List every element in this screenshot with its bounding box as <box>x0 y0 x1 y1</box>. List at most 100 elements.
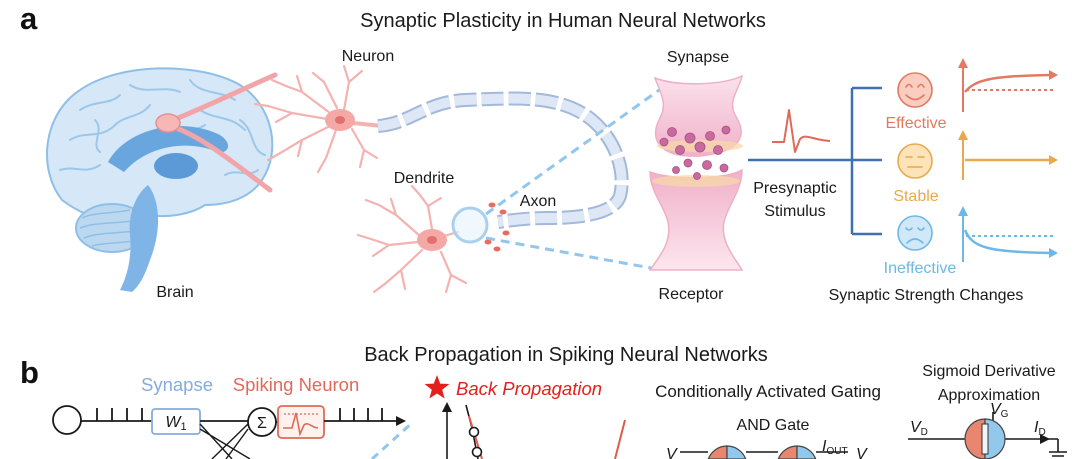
bp-node <box>468 426 480 438</box>
dendrite-label: Dendrite <box>394 170 455 187</box>
sigmoid-wires <box>908 412 1067 457</box>
sigmoid-transistor-left <box>964 418 986 459</box>
and-gate-v-out: V <box>856 446 868 459</box>
gating-title: Conditionally Activated Gating <box>655 382 881 401</box>
transistor-2-left <box>777 445 798 459</box>
snn-synapse-label: Synapse <box>141 374 213 395</box>
synaptic-vesicle <box>702 160 712 170</box>
neuron-dendrites <box>253 64 379 174</box>
panel-a-letter: a <box>20 1 38 36</box>
synaptic-vesicle <box>693 172 701 180</box>
weight-symbol: W1 <box>165 414 186 433</box>
neuron-axon-hillock <box>352 121 383 128</box>
synaptic-vesicle <box>675 145 685 155</box>
spiking-neuron-label: Spiking Neuron <box>233 374 360 395</box>
star-icon <box>424 375 450 399</box>
state-stable-label: Stable <box>893 188 938 205</box>
axon-terminal-bouton <box>488 202 496 208</box>
stimulus-label-line1: Presynaptic <box>753 180 837 197</box>
neuron-nucleus <box>335 116 345 124</box>
sigmoid-title-line2: Approximation <box>938 387 1040 404</box>
synapse-illustration <box>648 74 744 271</box>
strength-changes-caption: Synaptic Strength Changes <box>829 287 1024 304</box>
postsynaptic-membrane-band <box>652 175 740 187</box>
output-arrowhead <box>396 416 406 426</box>
stimulus-branch-bracket <box>748 86 882 236</box>
brain-label: Brain <box>156 284 193 301</box>
axon-terminal-bouton <box>499 209 507 215</box>
stable-plot-marks <box>958 130 1058 180</box>
vd-label: VD <box>910 419 928 438</box>
face-features <box>905 227 925 244</box>
plot-y-arrowhead <box>958 130 968 140</box>
plot-strength-curve <box>963 229 1051 255</box>
and-gate-circuit: V IOUT V <box>666 438 868 459</box>
synapse-label: Synapse <box>667 49 729 66</box>
presynaptic-terminal <box>653 74 744 157</box>
transistor-2-right <box>796 445 817 459</box>
postsynaptic-receptor <box>648 168 744 271</box>
state-effective-label: Effective <box>885 115 946 132</box>
dendrite-neuron-illustration <box>356 184 510 294</box>
bp-y-arrowhead <box>442 402 452 412</box>
vg-main: V <box>990 401 1002 418</box>
plot-curve-arrowhead <box>1049 248 1058 258</box>
face-features <box>905 83 925 101</box>
id-sub: D <box>1038 427 1045 438</box>
bp-red-trace-right <box>614 419 626 459</box>
state-ineffective: Ineffective <box>884 206 1058 277</box>
weight-symbol-sub: 1 <box>180 421 186 433</box>
weight-symbol-main: W <box>165 414 182 431</box>
neuron-label: Neuron <box>342 48 394 65</box>
panel-b-letter: b <box>20 355 39 390</box>
bp-zoom-dashed-line <box>370 421 414 459</box>
zoom-dashed-lines <box>485 86 663 272</box>
effective-plot-marks <box>958 58 1058 112</box>
axon-terminal-bouton <box>493 246 501 252</box>
synaptic-vesicle <box>705 131 715 141</box>
state-stable: Stable <box>893 130 1058 205</box>
sigmoid-title-line1: Sigmoid Derivative <box>922 363 1055 380</box>
brain-stem <box>120 185 159 292</box>
zoom-line-lower <box>485 236 663 272</box>
axon-illustration <box>377 91 629 229</box>
cerebellum-folds <box>79 209 143 247</box>
spiking-neuron-waveform <box>283 412 319 437</box>
input-node <box>52 405 82 435</box>
axon-label: Axon <box>520 193 556 210</box>
and-gate-i-out: IOUT <box>822 438 848 457</box>
synaptic-vesicle <box>721 125 731 135</box>
stimulus-label-line2: Stimulus <box>764 203 825 220</box>
brain-nerve-cell <box>155 113 181 133</box>
and-gate-label: AND Gate <box>737 417 810 434</box>
vd-main: V <box>910 419 922 436</box>
id-main: I <box>1034 419 1039 436</box>
i-out-sub: OUT <box>826 446 847 457</box>
face-circle <box>897 143 933 179</box>
vg-label: VG <box>990 401 1009 420</box>
vg-sub: G <box>1001 409 1009 420</box>
synaptic-vesicle <box>659 137 669 147</box>
dendrite-neuron-nucleus <box>427 236 437 244</box>
plot-y-arrowhead <box>958 58 968 68</box>
zoom-line-upper <box>485 86 663 216</box>
transistor-1-right <box>726 445 747 459</box>
synaptic-vesicle <box>667 127 677 137</box>
face-circle <box>897 215 933 251</box>
synaptic-vesicle <box>719 163 729 173</box>
synaptic-vesicle <box>713 145 723 155</box>
effective-strength-plot <box>958 58 1058 112</box>
transistor-1-left <box>707 445 728 459</box>
plot-strength-curve <box>964 73 1051 93</box>
output-spike-train <box>324 408 398 422</box>
plot-line-arrowhead <box>1049 155 1058 165</box>
synaptic-vesicle <box>684 132 696 144</box>
ineffective-plot-marks <box>958 206 1058 262</box>
sad-face-icon <box>897 215 933 251</box>
state-ineffective-label: Ineffective <box>884 260 957 277</box>
sigmoid-circuit: VD VG ID <box>908 401 1067 459</box>
panel-b-title: Back Propagation in Spiking Neural Netwo… <box>364 344 768 366</box>
synaptic-vesicle <box>672 166 680 174</box>
brain-illustration <box>46 67 278 292</box>
and-gate-v-in: V <box>666 446 678 459</box>
